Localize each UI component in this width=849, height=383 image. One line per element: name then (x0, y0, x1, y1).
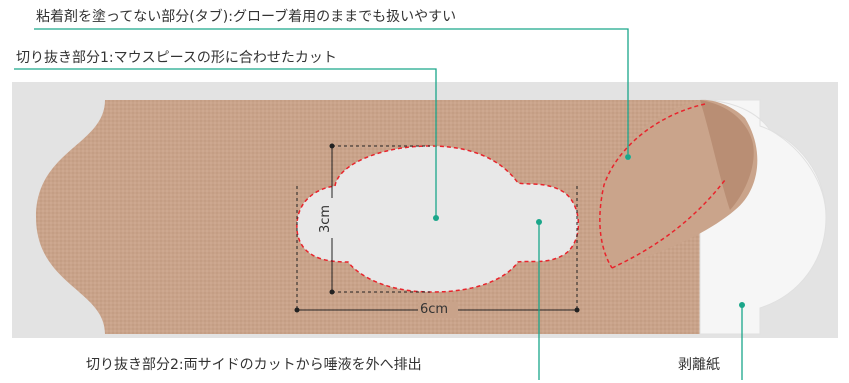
width-dimension-label: 6cm (420, 302, 449, 317)
cutout2-callout-label: 切り抜き部分2:両サイドのカットから唾液を外へ排出 (86, 357, 422, 373)
width-dimension-endpoint (574, 307, 580, 313)
width-label-bg (418, 302, 458, 318)
cutout1-callout-label: 切り抜き部分1:マウスピースの形に合わせたカット (16, 50, 337, 66)
height-dimension-endpoint (329, 143, 335, 149)
width-dimension-endpoint (294, 307, 300, 313)
cutout1-pointer-dot (433, 215, 439, 221)
height-dimension-label: 3cm (318, 204, 334, 234)
cutout2-pointer-dot (536, 219, 542, 225)
leader-lines (14, 28, 743, 380)
peeled-tab-backside (700, 100, 754, 210)
height-dimension-endpoint (329, 289, 335, 295)
height-label-bg (325, 198, 339, 238)
tab-pointer-dot-fill (625, 154, 631, 160)
liner-callout-label: 剥離紙 (678, 357, 720, 373)
tab-callout-label: 粘着剤を塗ってない部分(タブ):グローブ着用のままでも扱いやすい (36, 9, 457, 25)
tab-dashed-fold (611, 179, 726, 269)
dimension-guides (296, 145, 578, 310)
liner-pointer-dot (739, 302, 745, 308)
tab-dashed-outline (599, 103, 706, 269)
